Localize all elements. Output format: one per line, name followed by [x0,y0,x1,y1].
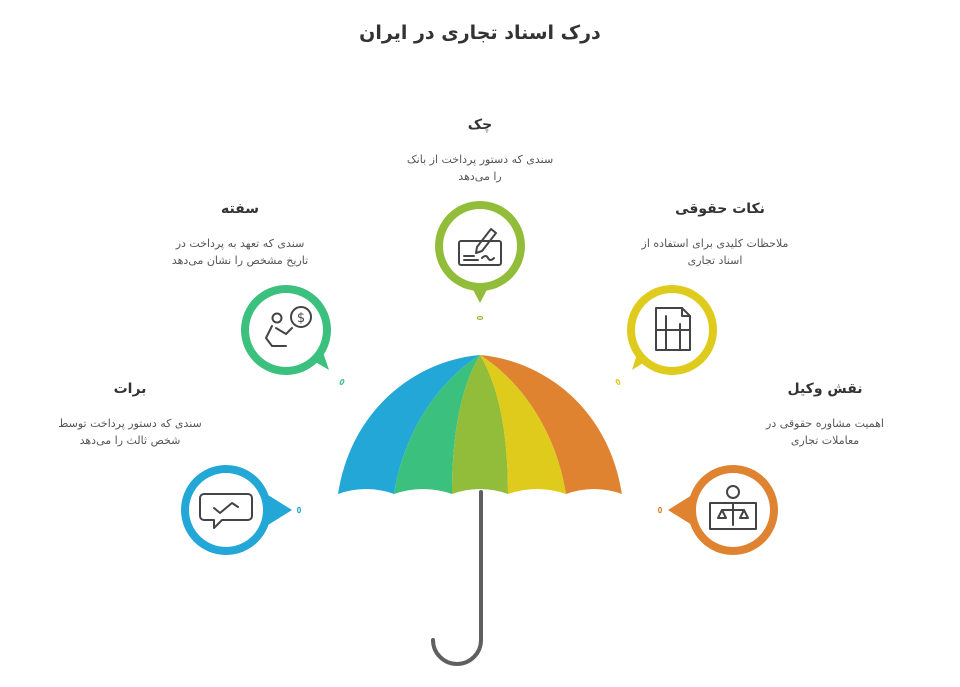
canopy-panel-green [394,355,480,494]
bubble-lawyer-role [668,465,778,555]
item-title-barat: برات [113,381,147,397]
item-title-safteh: سفته [220,201,260,217]
check-pen-icon [458,228,502,266]
connector-dots [296,315,663,514]
item-desc-legal-points-line2: اسناد تجاری [687,254,743,267]
item-desc-check-line1: سندی که دستور پرداخت از بانک [406,153,554,166]
item-desc-barat-line1: سندی که دستور پرداخت توسط [58,417,202,430]
item-desc-lawyer-role-line2: معاملات تجاری [790,434,860,447]
item-desc-check-line2: را می‌دهد [458,170,502,183]
connector-dot-orange [657,506,663,514]
canopy-panel-lime [452,355,508,494]
item-title-check: چک [467,117,493,133]
connector-dot-green [339,378,345,386]
item-desc-safteh-line2: تاریخ مشخص را نشان می‌دهد [171,254,309,267]
item-desc-lawyer-role: اهمیت مشاوره حقوقی در معاملات تجاری [740,415,910,449]
bubble-safteh: $ [241,285,331,375]
item-desc-legal-points: ملاحظات کلیدی برای استفاده از اسناد تجار… [620,235,810,269]
item-title-lawyer-role: نقش وکیل [787,381,863,397]
connector-dot-lime [476,315,484,321]
person-dollar-icon: $ [265,306,312,347]
canopy-panel-blue [338,355,480,494]
lawyer-scales-icon [709,485,757,530]
canopy-panel-yellow [480,355,566,494]
item-desc-lawyer-role-line1: اهمیت مشاوره حقوقی در [766,417,884,430]
handshake-chat-icon [199,493,253,529]
umbrella-handle [431,490,483,666]
svg-text:$: $ [297,311,305,326]
item-desc-safteh-line1: سندی که تعهد به پرداخت در [175,237,305,250]
item-desc-check: سندی که دستور پرداخت از بانک را می‌دهد [380,151,580,185]
document-icon [655,307,691,351]
connector-dot-blue [296,506,302,514]
item-desc-safteh: سندی که تعهد به پرداخت در تاریخ مشخص را … [150,235,330,269]
item-title-legal-points: نکات حقوقی [675,201,765,217]
canopy-panel-orange [480,355,622,494]
bubble-barat [181,465,292,555]
umbrella-canopy [338,355,622,494]
item-desc-barat-line2: شخص ثالث را می‌دهد [79,434,181,447]
connector-dot-yellow [615,378,621,386]
page-title: درک اسناد تجاری در ایران [359,22,601,44]
bubble-legal-points [627,285,717,375]
item-desc-legal-points-line1: ملاحظات کلیدی برای استفاده از [641,237,789,250]
bubble-check [435,201,525,303]
item-desc-barat: سندی که دستور پرداخت توسط شخص ثالث را می… [40,415,220,449]
